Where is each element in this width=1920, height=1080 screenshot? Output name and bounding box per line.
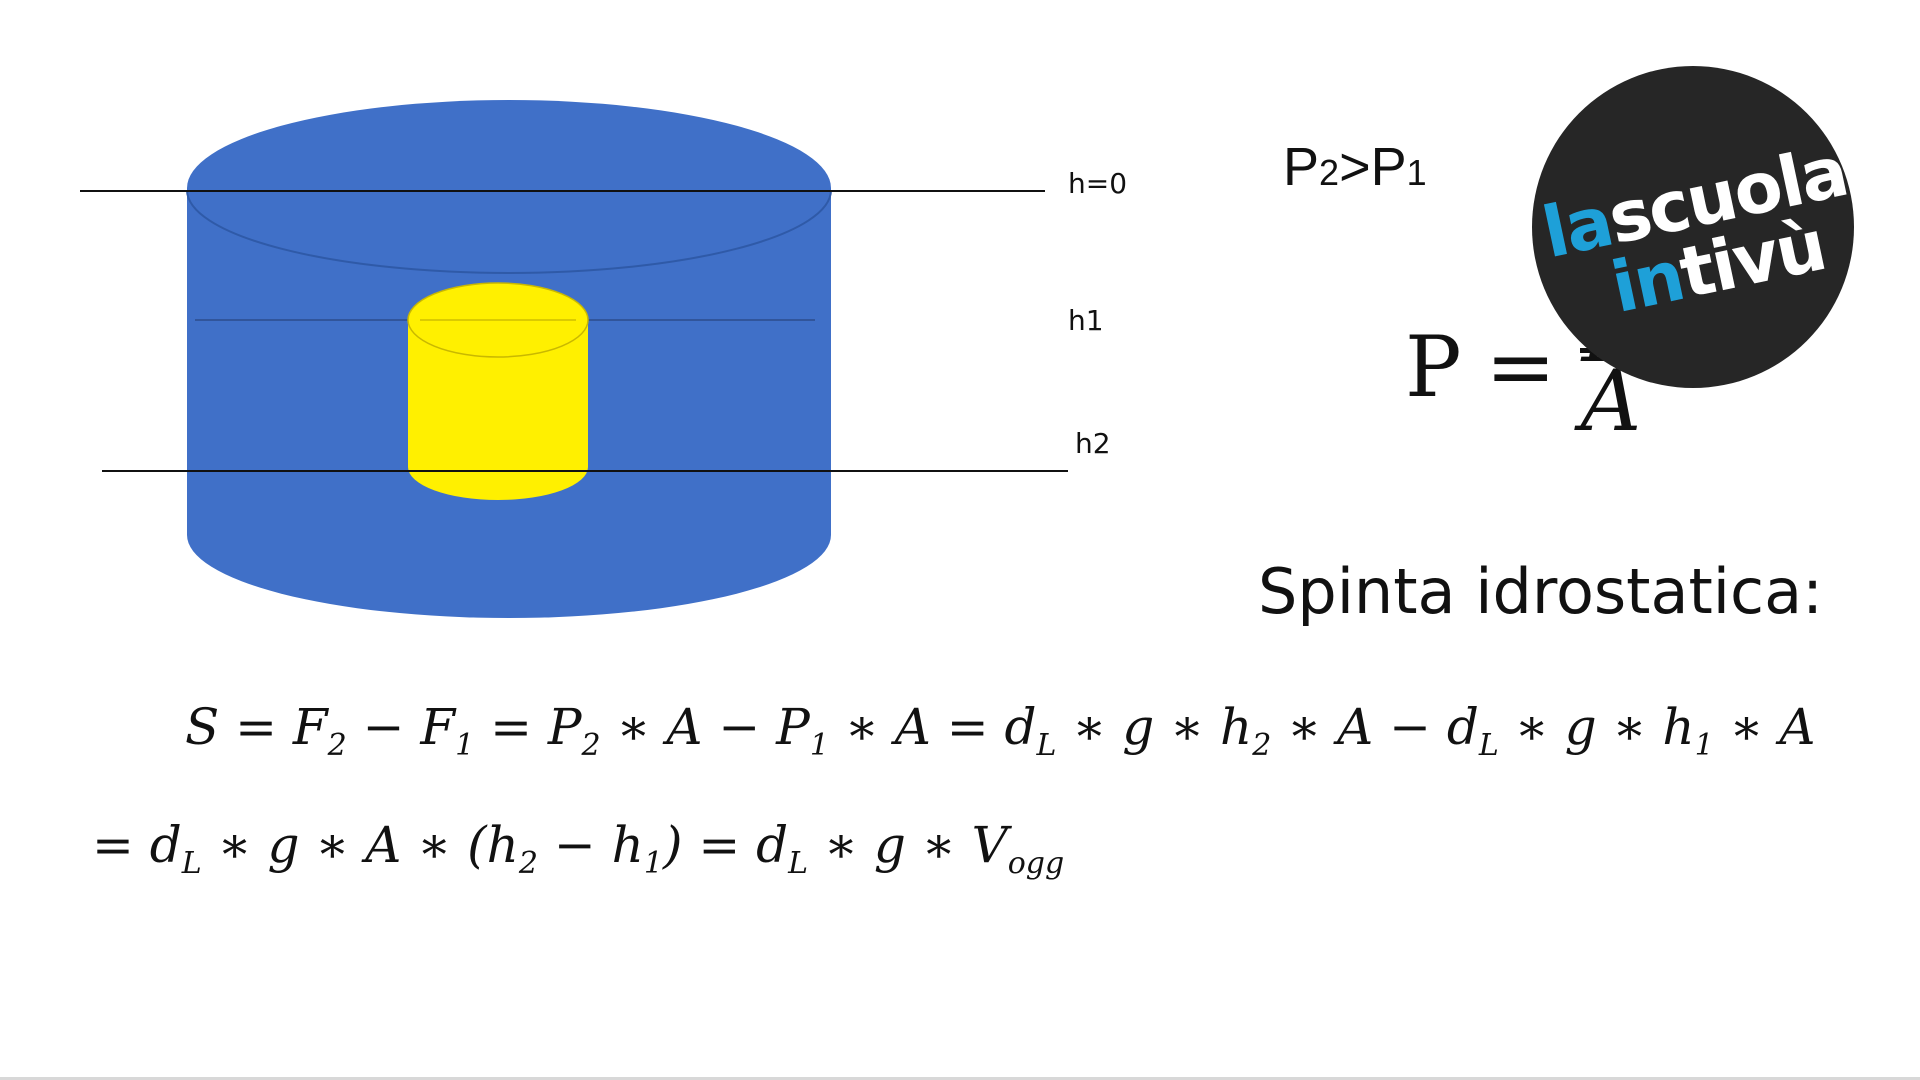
container-top: [187, 100, 831, 276]
logo-wordmark: lascuola intivù: [1535, 130, 1854, 330]
label-h2: h2: [1075, 427, 1111, 460]
pressure-eq: =: [1485, 317, 1556, 416]
container-rim-front: [186, 189, 832, 274]
pressure-lhs: P: [1405, 317, 1462, 416]
bottom-divider: [0, 1077, 1920, 1080]
label-h0: h=0: [1068, 167, 1127, 200]
spinta-title: Spinta idrostatica:: [1258, 555, 1823, 628]
pressure-inequality: P2>P1: [1283, 137, 1427, 197]
equation-line-1: S = F2 − F1 = P2 ∗ A − P1 ∗ A = dL ∗ g ∗…: [185, 698, 1816, 763]
label-h1: h1: [1068, 304, 1104, 337]
lascuolaintivu-logo: lascuola intivù: [1532, 66, 1854, 388]
equation-line-2: = dL ∗ g ∗ A ∗ (h2 − h1) = dL ∗ g ∗ Vogg: [92, 816, 1065, 881]
object-body: [408, 320, 588, 500]
